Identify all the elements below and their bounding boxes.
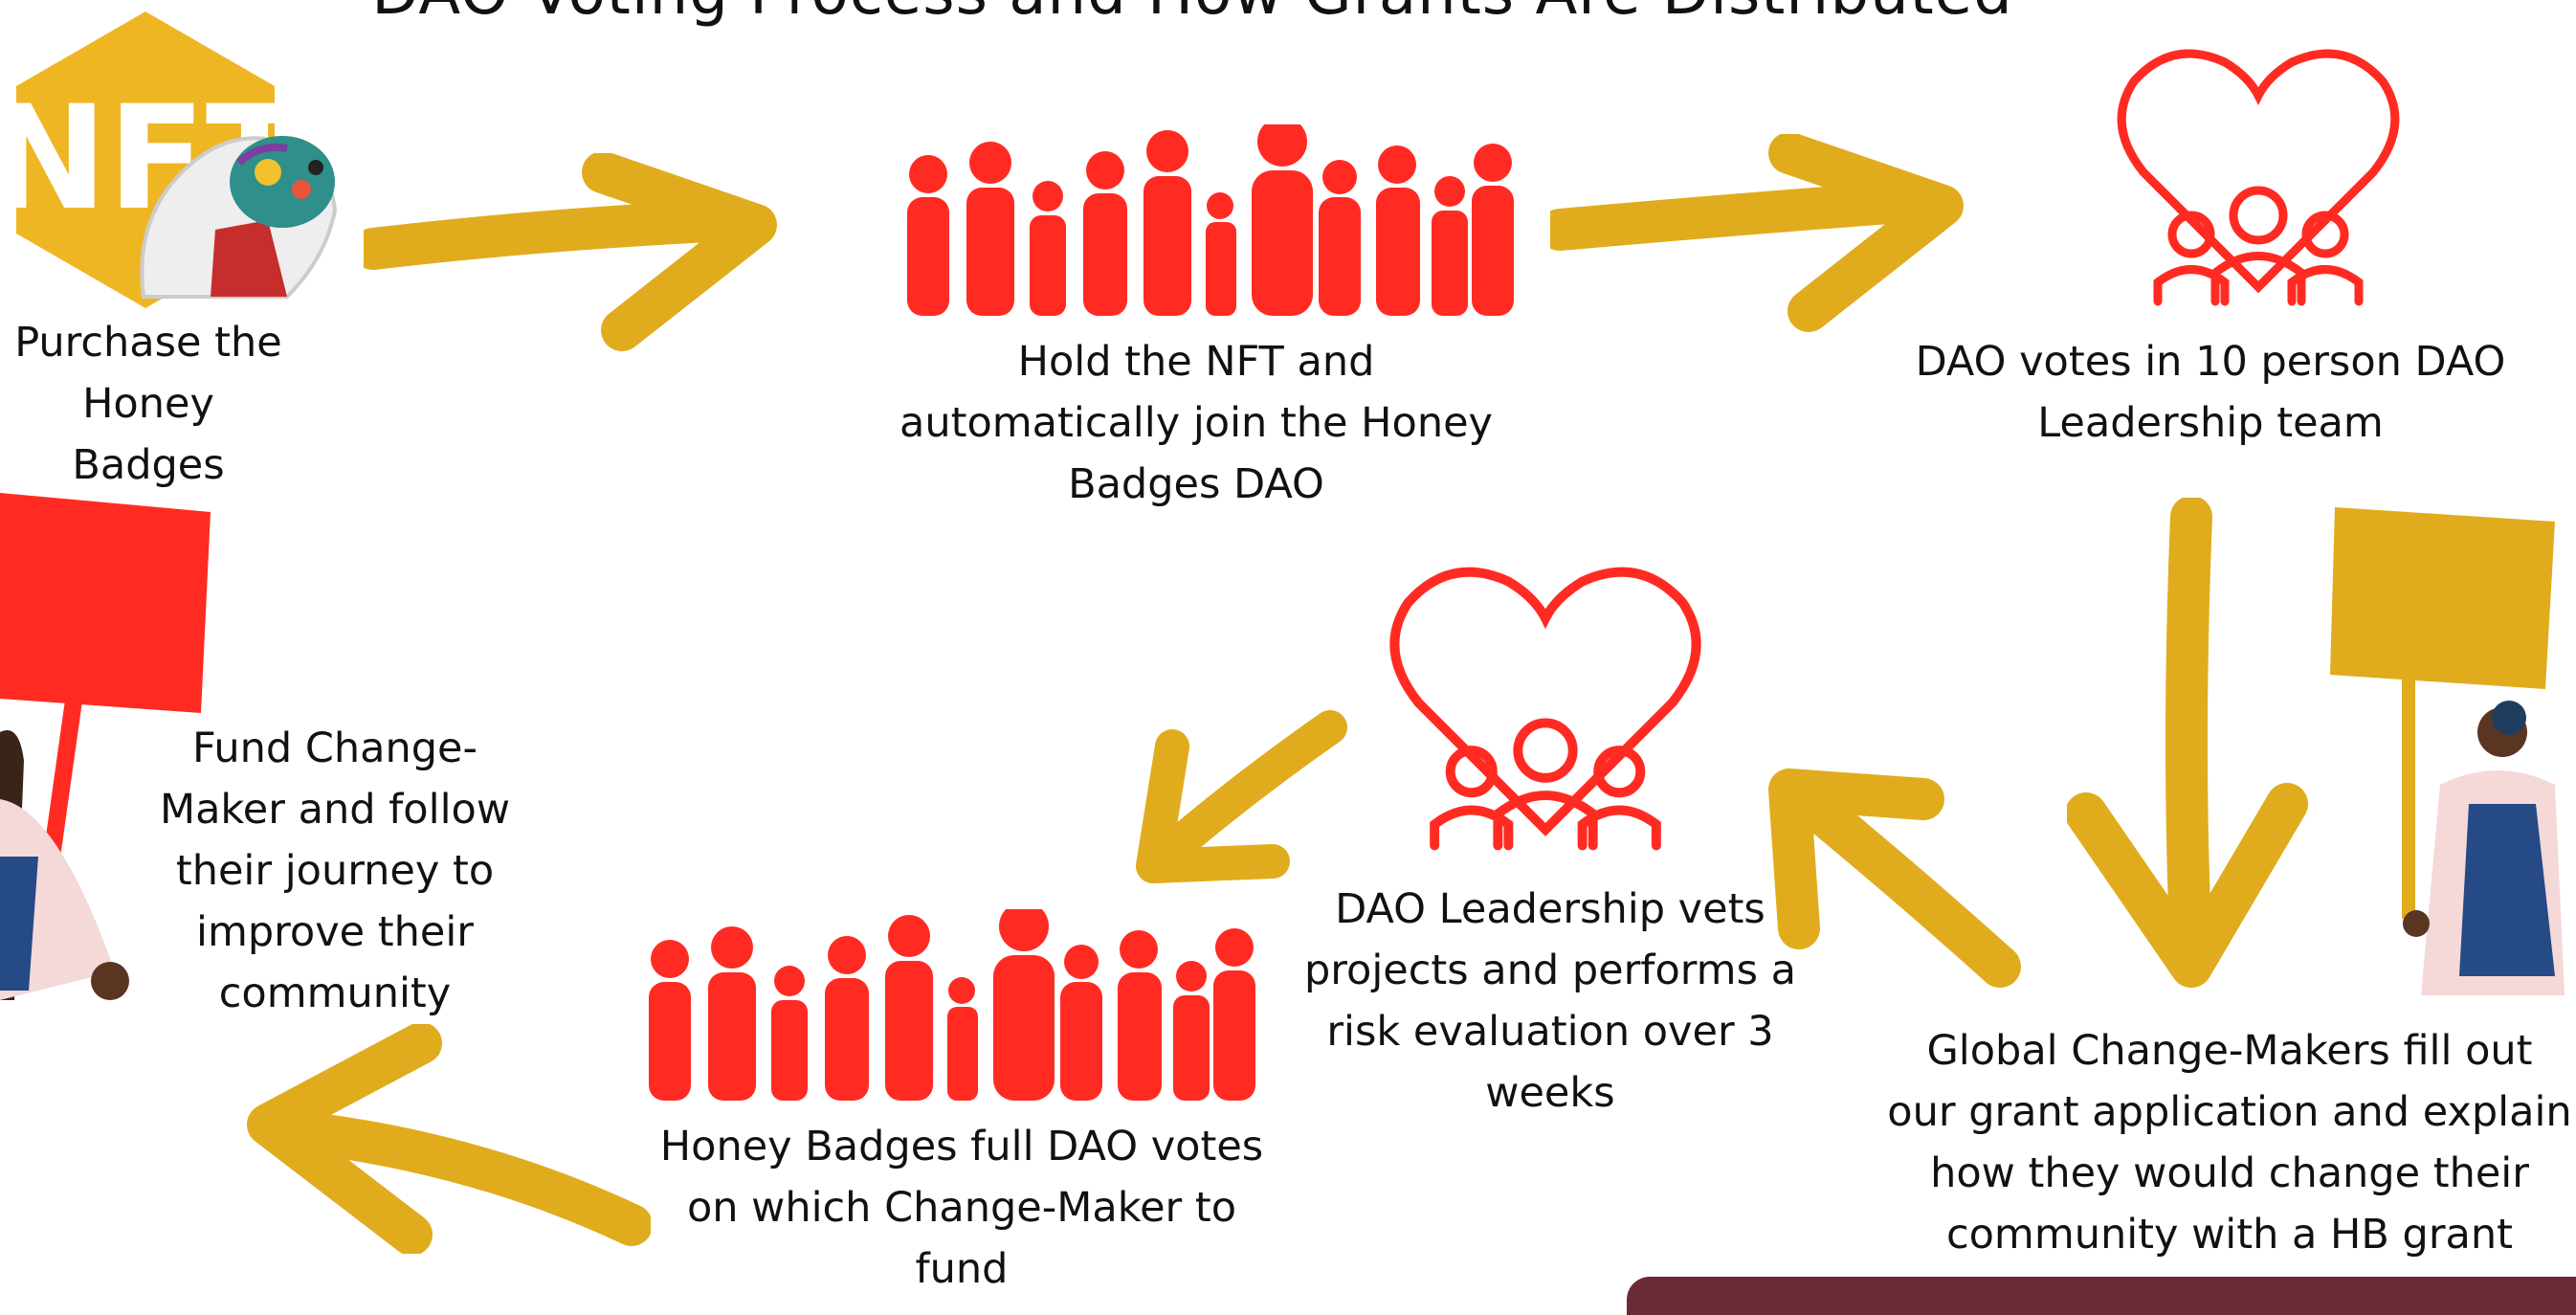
heart-community-icon bbox=[1368, 555, 1722, 861]
step-7-line: their journey to bbox=[175, 847, 495, 895]
protester-gold-sign-icon bbox=[2277, 498, 2574, 1014]
step-2-line: Hold the NFT and bbox=[1017, 338, 1375, 386]
step-5-line: weeks bbox=[1485, 1069, 1615, 1117]
arrow-icon bbox=[1742, 747, 2029, 995]
step-1-line: Purchase the bbox=[14, 319, 282, 367]
arrow-icon bbox=[230, 1024, 651, 1254]
step-7-line: improve their bbox=[196, 908, 474, 956]
step-4-text: Global Change-Makers fill out our grant … bbox=[1885, 1020, 2574, 1265]
step-7-line: community bbox=[218, 970, 452, 1017]
step-4-line: how they would change their bbox=[1930, 1149, 2529, 1197]
protester-red-sign-icon bbox=[0, 493, 220, 1010]
step-3-line: Leadership team bbox=[2037, 399, 2384, 447]
step-5-line: DAO Leadership vets bbox=[1335, 885, 1765, 933]
step-3-text: DAO votes in 10 person DAO Leadership te… bbox=[1876, 331, 2545, 454]
step-3-line: DAO votes in 10 person DAO bbox=[1915, 338, 2506, 386]
step-4-line: our grant application and explain bbox=[1887, 1088, 2572, 1136]
step-6-text: Honey Badges full DAO votes on which Cha… bbox=[632, 1116, 1292, 1300]
step-5-line: risk evaluation over 3 bbox=[1326, 1008, 1774, 1056]
arrow-icon bbox=[1120, 708, 1349, 890]
step-6-line: fund bbox=[915, 1245, 1009, 1293]
footer-bar bbox=[1627, 1277, 2576, 1315]
step-7-text: Fund Change- Maker and follow their jour… bbox=[153, 718, 517, 1024]
arrow-icon bbox=[364, 153, 785, 354]
step-7-line: Maker and follow bbox=[159, 786, 510, 834]
step-2-text: Hold the NFT and automatically join the … bbox=[842, 331, 1550, 515]
step-5-text: DAO Leadership vets projects and perform… bbox=[1282, 879, 1818, 1124]
arrow-icon bbox=[2067, 498, 2316, 995]
step-7-line: Fund Change- bbox=[192, 724, 477, 772]
honey-badger-character-icon bbox=[124, 105, 344, 306]
step-1-line: Honey Badges bbox=[72, 380, 225, 489]
step-2-line: automatically join the Honey bbox=[899, 399, 1493, 447]
arrow-icon bbox=[1550, 134, 1971, 335]
step-2-line: Badges DAO bbox=[1068, 460, 1324, 508]
step-5-line: projects and performs a bbox=[1304, 947, 1796, 994]
heart-community-icon bbox=[2105, 38, 2411, 316]
step-6-line: on which Change-Maker to bbox=[686, 1184, 1237, 1232]
crowd-people-icon bbox=[632, 909, 1263, 1101]
step-6-line: Honey Badges full DAO votes bbox=[659, 1123, 1264, 1170]
crowd-people-icon bbox=[890, 124, 1521, 316]
step-4-line: Global Change-Makers fill out bbox=[1926, 1027, 2533, 1075]
diagram-title: DAO Voting Process and How Grants Are Di… bbox=[0, 0, 2385, 29]
step-4-line: community with a HB grant bbox=[1945, 1211, 2513, 1259]
